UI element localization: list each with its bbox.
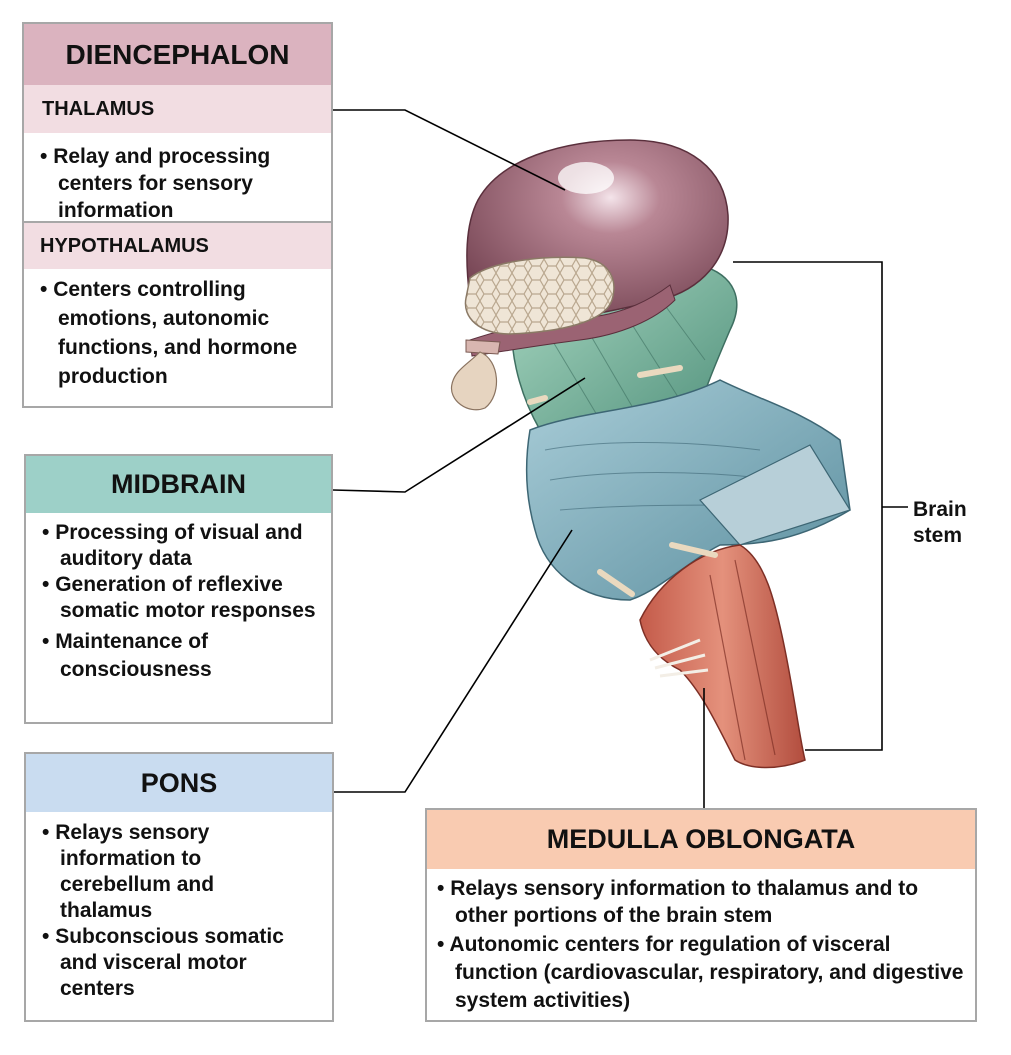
pons-bullets: Relays sensory information to cerebellum… — [26, 812, 284, 1002]
hypothalamus-header: HYPOTHALAMUS — [24, 223, 331, 269]
midbrain-box: MIDBRAIN Processing of visual and audito… — [24, 454, 333, 724]
medulla-title: MEDULLA OBLONGATA — [546, 824, 856, 854]
diencephalon-box: DIENCEPHALON THALAMUS Relay and processi… — [22, 22, 333, 408]
pituitary-shape — [450, 339, 501, 411]
pons-header: PONS — [26, 754, 332, 812]
thalamus-title: THALAMUS — [42, 97, 155, 120]
pons-leader — [333, 529, 573, 793]
leader-lines — [332, 109, 908, 808]
hypothalamus-title: HYPOTHALAMUS — [40, 234, 209, 257]
pons-box: PONS Relays sensory information to cereb… — [24, 752, 334, 1022]
hypothalamus-bullets: Centers controlling emotions, autonomic … — [24, 269, 331, 391]
medulla-shape — [639, 544, 806, 769]
thalamus-header: THALAMUS — [24, 85, 331, 133]
thalamus-leader — [333, 109, 566, 191]
midbrain-bullet: Processing of visual and auditory data — [26, 520, 331, 572]
diencephalon-header: DIENCEPHALON — [24, 24, 331, 85]
pons-bullet: Relays sensory information to cerebellum… — [26, 820, 266, 924]
medulla-header: MEDULLA OBLONGATA — [427, 810, 975, 869]
thalamus-bullets: Relay and processing centers for sensory… — [24, 133, 331, 224]
brain-stem-label: Brain stem — [913, 498, 967, 547]
thalamus-bullet: Relay and processing centers for sensory… — [24, 143, 331, 224]
nerve-roots — [527, 365, 718, 597]
midbrain-title: MIDBRAIN — [111, 469, 246, 499]
medulla-box: MEDULLA OBLONGATA Relays sensory informa… — [425, 808, 977, 1022]
medulla-bullet: Autonomic centers for regulation of visc… — [427, 931, 965, 1015]
thalamus-cut-surface — [464, 256, 615, 335]
pons-bullet: Subconscious somatic and visceral motor … — [26, 924, 320, 1002]
medulla-bullet: Relays sensory information to thalamus a… — [427, 875, 965, 929]
midbrain-bullet: Generation of reflexive somatic motor re… — [26, 572, 331, 624]
midbrain-bullet: Maintenance of consciousness — [26, 628, 331, 684]
midbrain-header: MIDBRAIN — [26, 456, 331, 513]
midbrain-bullets: Processing of visual and auditory data G… — [26, 513, 331, 684]
hypothalamus-bullet: Centers controlling emotions, autonomic … — [24, 275, 331, 391]
medulla-bullets: Relays sensory information to thalamus a… — [427, 869, 975, 1015]
diencephalon-title: DIENCEPHALON — [65, 38, 290, 70]
brain-stem-bracket — [733, 261, 883, 751]
pons-shape — [526, 379, 851, 601]
midbrain-leader — [332, 377, 586, 493]
pons-title: PONS — [140, 767, 218, 798]
